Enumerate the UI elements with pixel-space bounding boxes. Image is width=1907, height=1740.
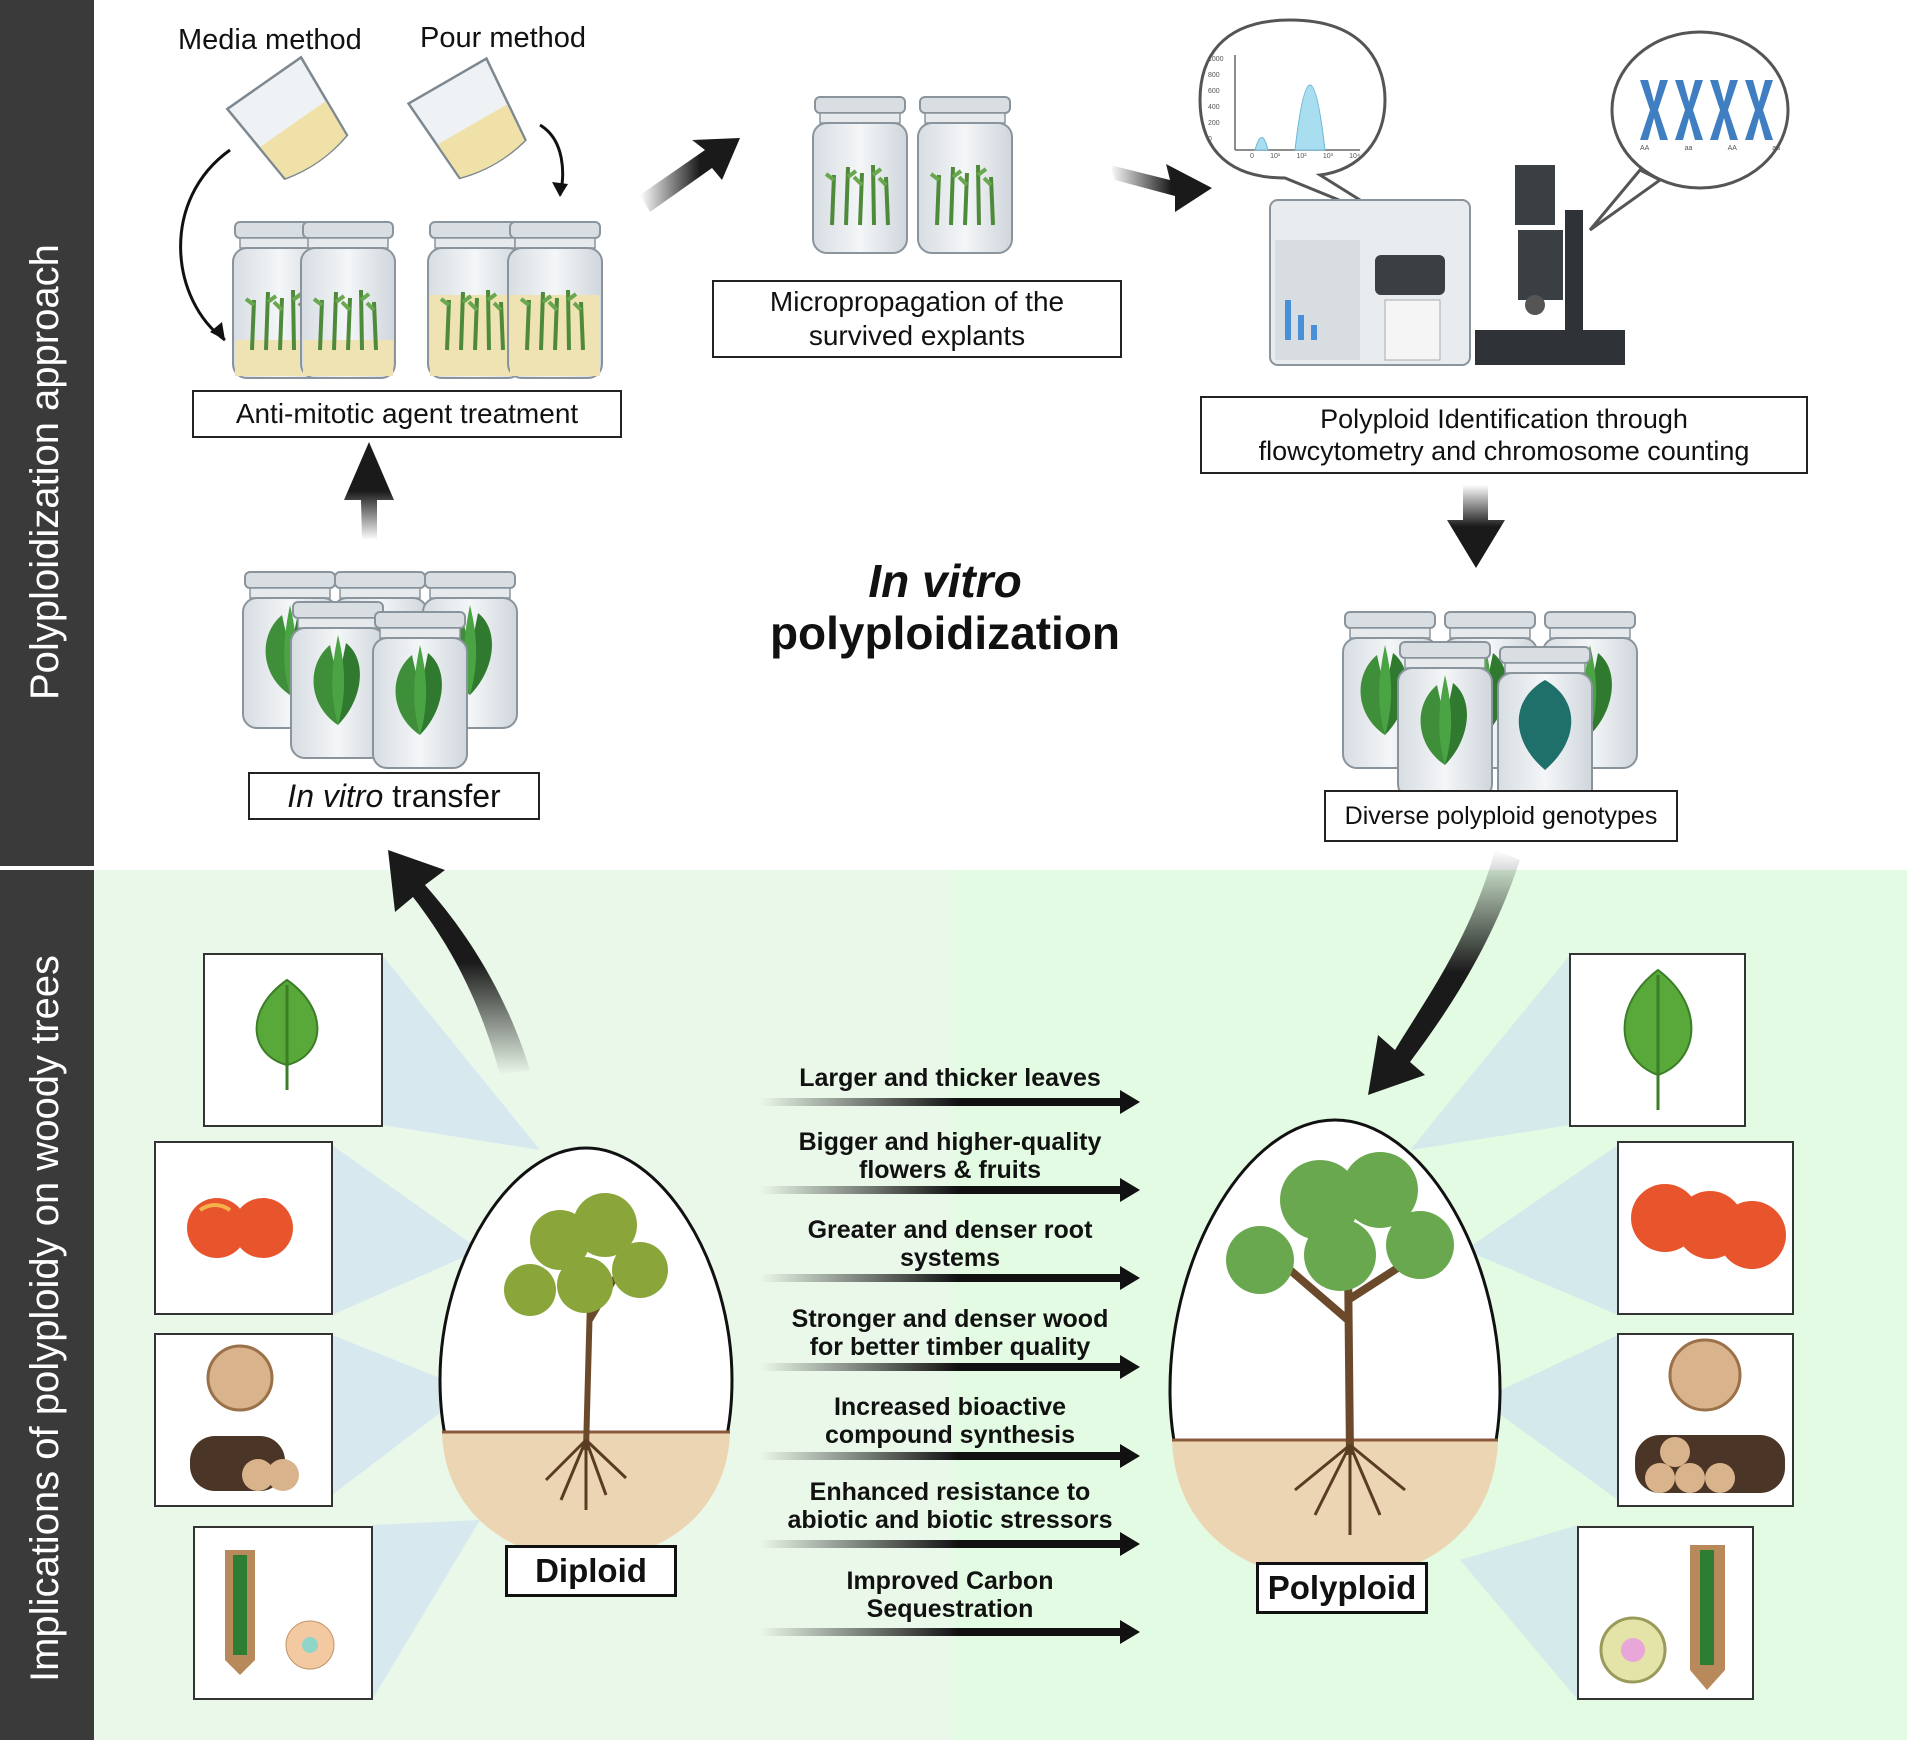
center-title-main: polyploidization	[769, 607, 1121, 659]
effect-0: Larger and thicker leaves	[760, 1064, 1140, 1092]
effect-3-line1: Stronger and denser wood	[791, 1305, 1109, 1333]
transfer-box: In vitro transfer	[248, 772, 540, 820]
polyploid-capsule	[1168, 1118, 1502, 1582]
effect-1-line1: Bigger and higher-quality	[798, 1128, 1102, 1156]
transfer-italic: In vitro	[287, 778, 384, 814]
pour-method-label: Pour method	[420, 22, 587, 54]
flow-cytometer	[1269, 199, 1471, 366]
media-beaker	[225, 55, 349, 181]
karyotype-label: aa	[1684, 145, 1693, 152]
fruit-icon-left	[187, 1198, 293, 1258]
histogram-bubble	[1198, 18, 1401, 227]
identification-box: Polyploid Identification through flowcyt…	[1200, 396, 1808, 474]
histogram-y-tick: 200	[1208, 120, 1220, 127]
histogram-y-tick: 1000	[1208, 56, 1224, 63]
karyotype-labels: AA aa AA aa	[1640, 145, 1780, 152]
leaf-icon-left	[255, 978, 319, 1090]
histogram-y-tick: 800	[1208, 72, 1220, 79]
root-icon-right	[1599, 1545, 1725, 1690]
effect-6-line1: Improved Carbon	[846, 1567, 1054, 1595]
leaf-icon-right	[1623, 968, 1693, 1110]
histogram-x-tick: 0	[1250, 153, 1254, 160]
microscope	[1475, 165, 1625, 365]
effect-5-line2: abiotic and biotic stressors	[787, 1506, 1113, 1534]
micropropagation-line1: Micropropagation of the	[769, 286, 1065, 317]
treatment-box: Anti-mitotic agent treatment	[192, 390, 622, 438]
polyploid-label: Polyploid	[1256, 1562, 1428, 1614]
root-icon-left	[225, 1550, 335, 1675]
karyotype-label: AA	[1727, 145, 1737, 152]
sidebar-bottom: Implications of polyploidy on woody tree…	[0, 870, 94, 1740]
genotypes-box: Diverse polyploid genotypes	[1324, 790, 1678, 842]
karyotype-bubble	[1588, 30, 1790, 232]
identification-line2: flowcytometry and chromosome counting	[1258, 436, 1750, 466]
diploid-capsule	[438, 1146, 734, 1562]
media-method-label: Media method	[178, 24, 362, 56]
effect-2-line1: Greater and denser root	[807, 1216, 1093, 1244]
diploid-label: Diploid	[505, 1545, 677, 1597]
histogram-y-ticks: 1000 800 600 400 200 0	[1208, 52, 1224, 148]
effect-4-line2: compound synthesis	[824, 1421, 1076, 1449]
identification-line1: Polyploid Identification through	[1320, 404, 1688, 434]
histogram-y-tick: 400	[1208, 104, 1220, 111]
sidebar-top: Polyploidization approach	[0, 0, 94, 866]
effect-1-line2: flowers & fruits	[859, 1156, 1041, 1184]
histogram-x-ticks: 0 10¹ 10² 10³ 10⁴	[1250, 153, 1360, 160]
karyotype-label: AA	[1640, 145, 1650, 152]
center-title-italic: In vitro	[868, 555, 1022, 607]
histogram-x-tick: 10¹	[1270, 153, 1281, 160]
effect-4-line1: Increased bioactive	[833, 1393, 1067, 1421]
micropropagation-line2: survived explants	[808, 320, 1026, 351]
histogram-x-tick: 10⁴	[1349, 153, 1360, 160]
effect-5-line1: Enhanced resistance to	[809, 1478, 1091, 1506]
wood-icon-right	[1635, 1338, 1785, 1493]
pour-beaker	[406, 56, 527, 180]
karyotype-label: aa	[1772, 145, 1780, 152]
center-title: In vitro polyploidization	[730, 555, 1160, 659]
histogram-x-tick: 10³	[1322, 153, 1333, 160]
wood-icon-left	[190, 1344, 299, 1491]
transfer-rest: transfer	[383, 778, 501, 814]
effect-arrows	[760, 1090, 1140, 1644]
micropropagation-box: Micropropagation of the survived explant…	[712, 280, 1122, 358]
effect-2-line2: systems	[899, 1244, 1001, 1272]
fruit-icon-right	[1631, 1184, 1786, 1269]
histogram-y-tick: 600	[1208, 88, 1220, 95]
effect-0-line1: Larger and thicker leaves	[799, 1064, 1101, 1092]
effect-3-line2: for better timber quality	[809, 1333, 1091, 1361]
histogram-x-tick: 10²	[1296, 153, 1307, 160]
effect-6-line2: Sequestration	[866, 1595, 1034, 1623]
histogram-y-tick: 0	[1208, 136, 1212, 143]
